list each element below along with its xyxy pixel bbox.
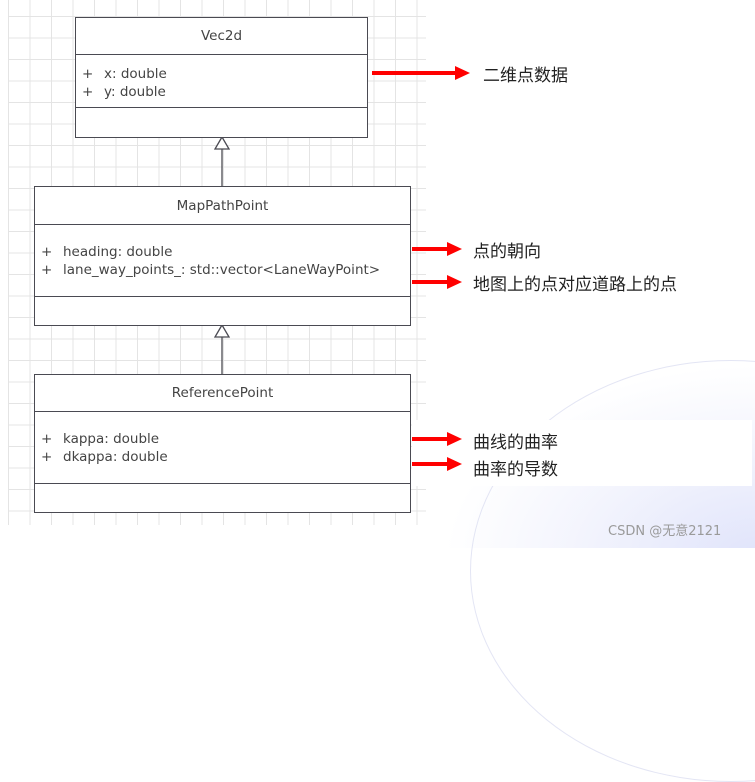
annotation-dkappa: 曲率的导数 bbox=[473, 460, 558, 480]
inheritance-connectors bbox=[213, 135, 231, 375]
attribute-text: lane_way_points_: std::vector<LaneWayPoi… bbox=[63, 262, 381, 278]
class-attributes: + heading: double + lane_way_points_: st… bbox=[35, 225, 410, 297]
inheritance-referencepoint-to-mappathpoint bbox=[213, 323, 231, 375]
attribute-row: + heading: double bbox=[41, 243, 410, 261]
class-name: MapPathPoint bbox=[35, 187, 410, 225]
class-attributes: + x: double + y: double bbox=[76, 55, 367, 108]
annotation-heading: 点的朝向 bbox=[473, 242, 541, 262]
visibility-public: + bbox=[41, 431, 53, 447]
annotation-arrows bbox=[372, 66, 470, 471]
inheritance-triangle-icon bbox=[213, 135, 231, 150]
attribute-row: + dkappa: double bbox=[41, 448, 410, 466]
attribute-row: + x: double bbox=[82, 65, 367, 83]
arrow-right-icon bbox=[412, 457, 462, 471]
class-mappathpoint[interactable]: MapPathPoint + heading: double + lane_wa… bbox=[34, 186, 411, 326]
arrow-right-icon bbox=[412, 242, 462, 256]
attribute-text: x: double bbox=[104, 66, 167, 82]
visibility-public: + bbox=[41, 244, 53, 260]
visibility-public: + bbox=[41, 262, 53, 278]
visibility-public: + bbox=[82, 66, 94, 82]
watermark: CSDN @无意2121 bbox=[608, 524, 722, 539]
arrow-right-icon bbox=[412, 432, 462, 446]
annotation-vec2d: 二维点数据 bbox=[483, 66, 568, 86]
annotation-kappa: 曲线的曲率 bbox=[473, 433, 558, 453]
attribute-text: y: double bbox=[104, 84, 166, 100]
class-vec2d[interactable]: Vec2d + x: double + y: double bbox=[75, 17, 368, 138]
attribute-row: + y: double bbox=[82, 83, 367, 101]
inheritance-triangle-icon bbox=[213, 323, 231, 338]
class-referencepoint[interactable]: ReferencePoint + kappa: double + dkappa:… bbox=[34, 374, 411, 513]
class-name: Vec2d bbox=[76, 18, 367, 55]
visibility-public: + bbox=[41, 449, 53, 465]
attribute-text: kappa: double bbox=[63, 431, 160, 447]
arrow-right-icon bbox=[412, 275, 462, 289]
annotation-backdrop bbox=[412, 420, 752, 486]
attribute-text: heading: double bbox=[63, 244, 173, 260]
inheritance-mappathpoint-to-vec2d bbox=[213, 135, 231, 187]
class-name: ReferencePoint bbox=[35, 375, 410, 412]
attribute-text: dkappa: double bbox=[63, 449, 168, 465]
attribute-row: + lane_way_points_: std::vector<LaneWayP… bbox=[41, 261, 410, 279]
class-attributes: + kappa: double + dkappa: double bbox=[35, 412, 410, 484]
attribute-row: + kappa: double bbox=[41, 430, 410, 448]
visibility-public: + bbox=[82, 84, 94, 100]
annotation-lane-way-points: 地图上的点对应道路上的点 bbox=[473, 275, 677, 295]
arrow-right-icon bbox=[372, 66, 470, 80]
